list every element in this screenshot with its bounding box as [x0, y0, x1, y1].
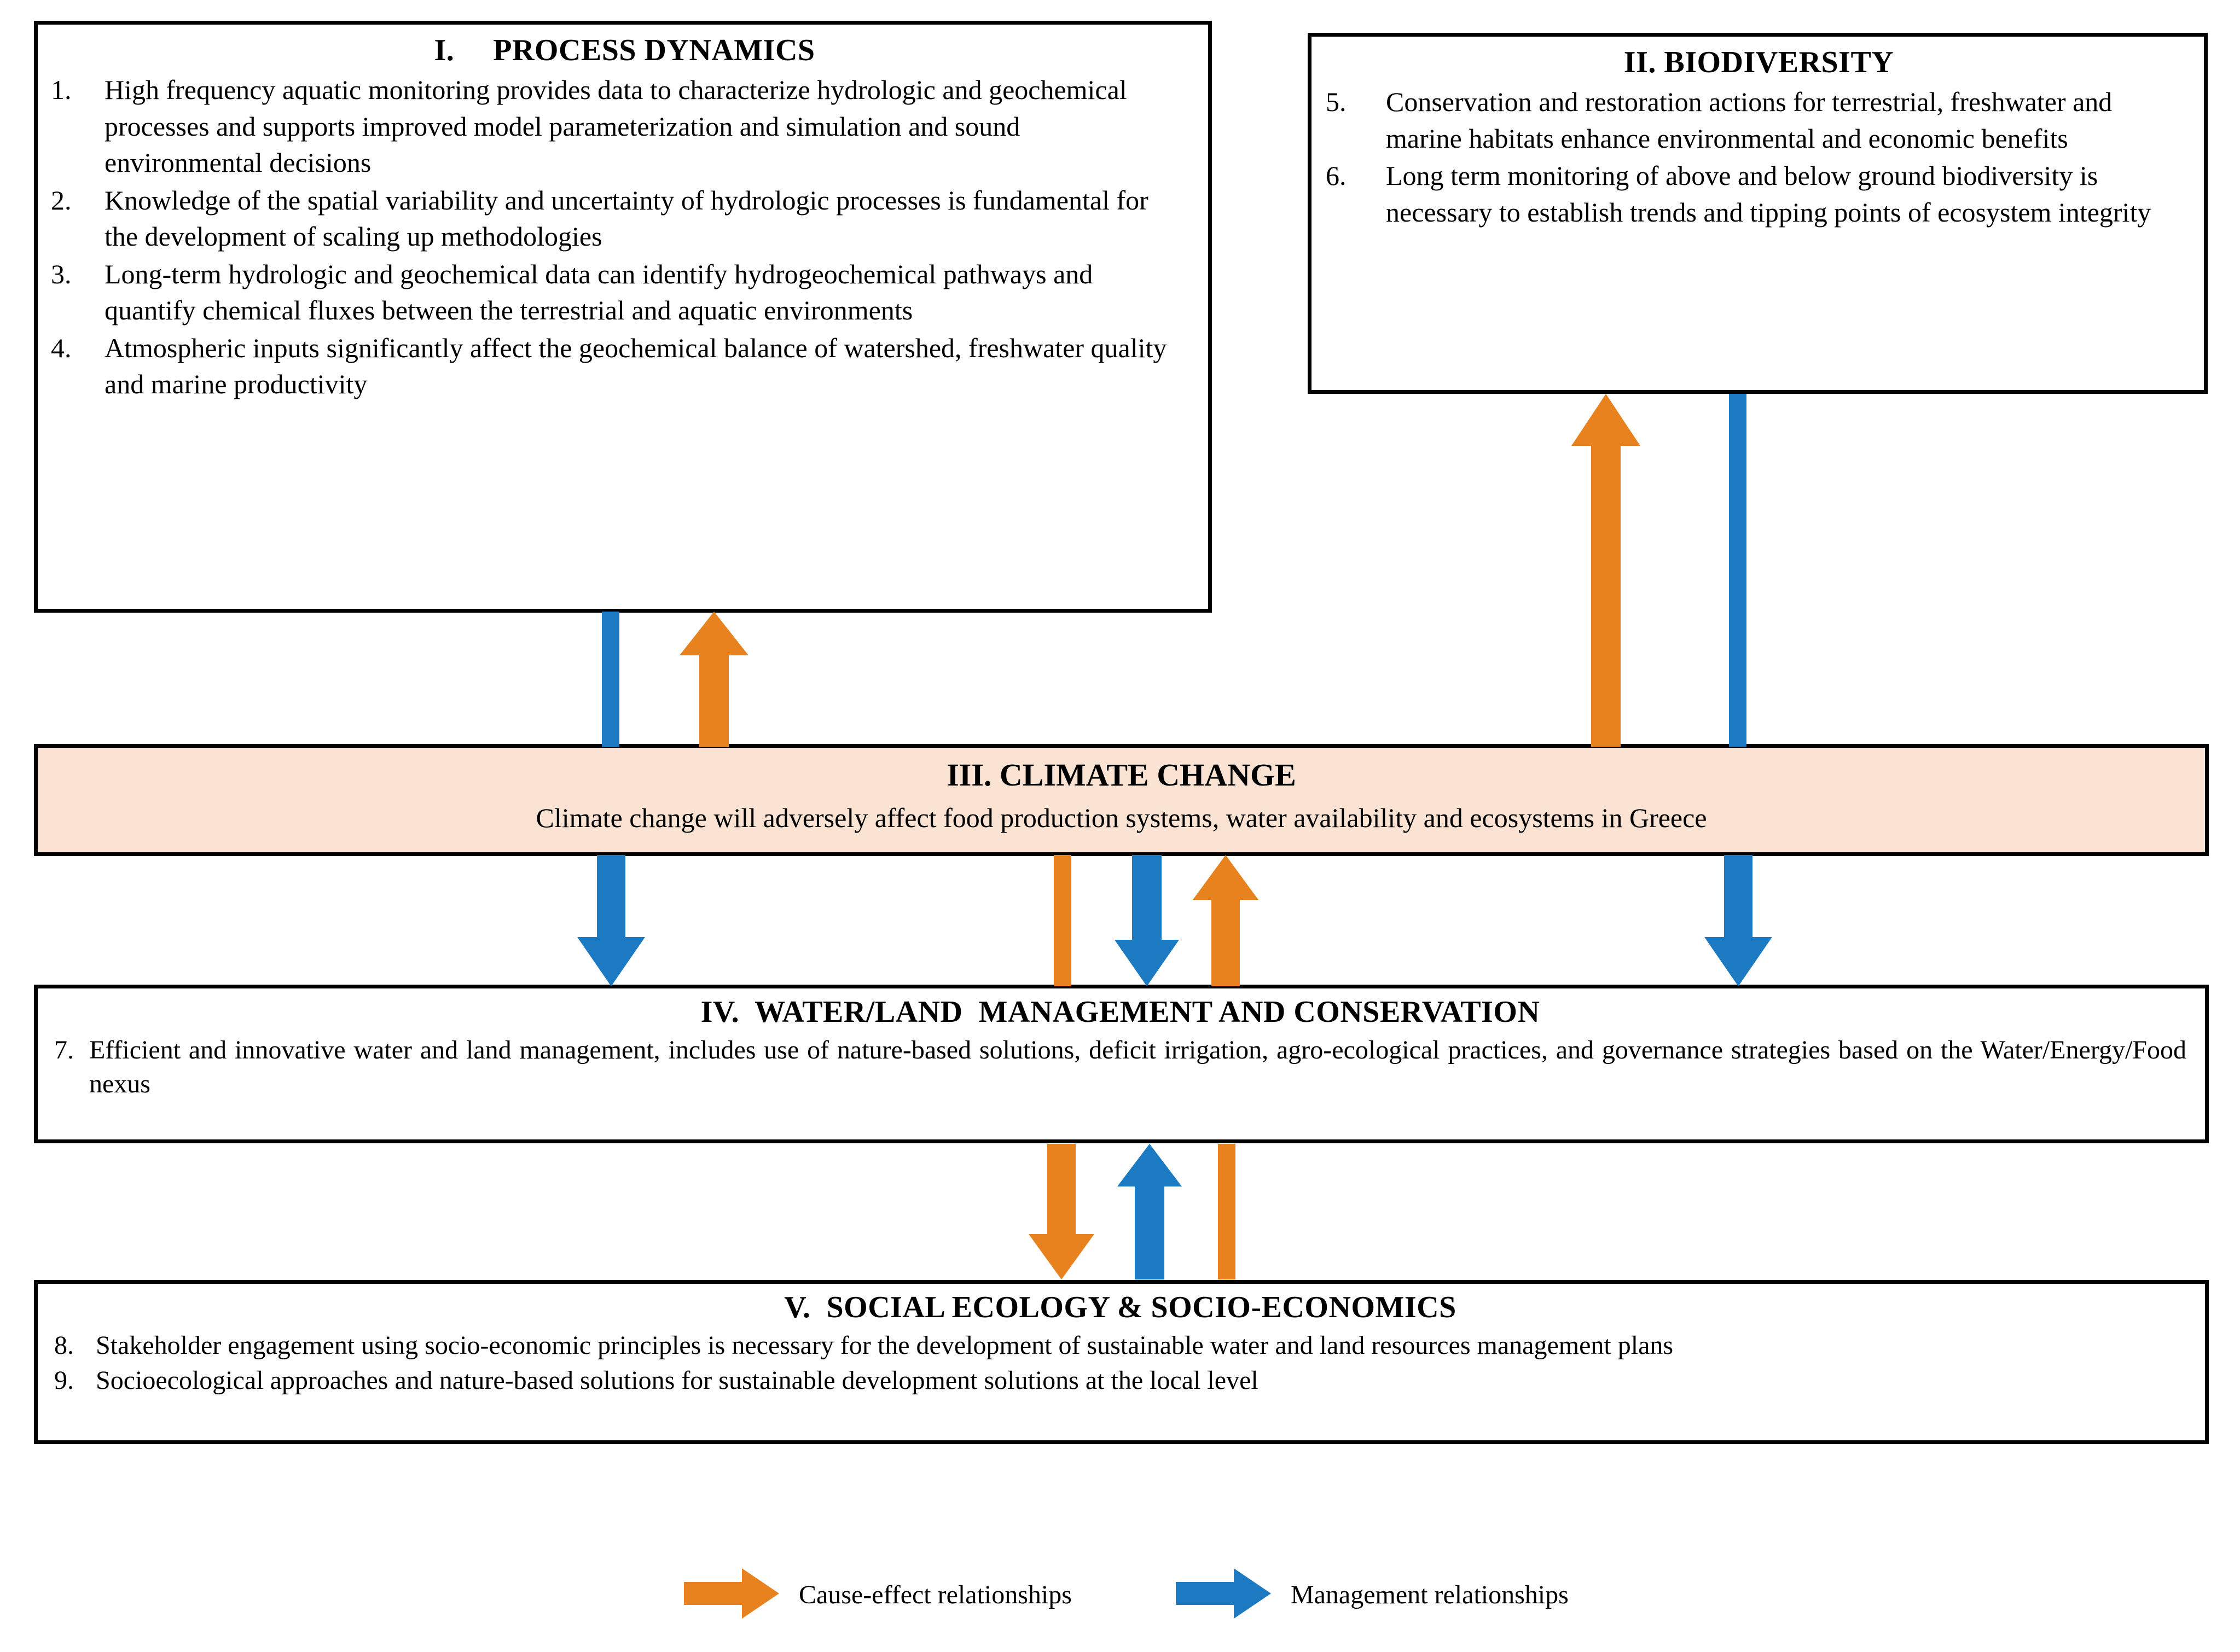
list-item-text: Long term monitoring of above and below …	[1386, 160, 2151, 228]
cause-effect-arrow-icon	[684, 1567, 780, 1622]
list-item-number: 1.	[51, 74, 72, 106]
list-item: 2. Knowledge of the spatial variability …	[51, 182, 1198, 255]
list-item-number: 4.	[51, 332, 72, 363]
box-climate-change-title: III. CLIMATE CHANGE	[947, 757, 1296, 793]
connector-climate-to-waterland-management-right-arrow	[1703, 855, 1773, 986]
box-social-ecology: V. SOCIAL ECOLOGY & SOCIO-ECONOMICS 8. S…	[34, 1280, 2209, 1444]
list-item-number: 3.	[51, 258, 72, 289]
box-process-dynamics-title: I. PROCESS DYNAMICS	[434, 33, 815, 67]
legend-item-cause-effect: Cause-effect relationships	[684, 1567, 1072, 1622]
list-item: 9. Socioecological approaches and nature…	[54, 1364, 2186, 1398]
list-item: 7. Efficient and innovative water and la…	[54, 1033, 2186, 1102]
list-item-number: 7.	[54, 1036, 74, 1065]
legend-label-cause-effect: Cause-effect relationships	[799, 1580, 1072, 1609]
process-dynamics-list: 1. High frequency aquatic monitoring pro…	[51, 72, 1198, 403]
legend-item-management: Management relationships	[1175, 1567, 1569, 1622]
connector-waterland-to-social-cause-effect-arrow	[1028, 1144, 1095, 1279]
list-item: 5. Conservation and restoration actions …	[1326, 84, 2192, 156]
legend: Cause-effect relationships Management re…	[684, 1562, 1778, 1627]
list-item: 6. Long term monitoring of above and bel…	[1326, 158, 2192, 230]
connector-social-to-waterland-management-arrow	[1116, 1144, 1183, 1279]
list-item-text: Stakeholder engagement using socio-econo…	[96, 1331, 1674, 1360]
list-item-text: Atmospheric inputs significantly affect …	[105, 332, 1167, 400]
list-item-text: Efficient and innovative water and land …	[89, 1036, 2186, 1099]
list-item-number: 9.	[54, 1366, 74, 1395]
list-item-number: 2.	[51, 184, 72, 216]
list-item-number: 6.	[1326, 160, 1347, 191]
connector-climate-to-waterland-cause-effect-arrow	[1049, 855, 1076, 986]
connector-waterland-to-climate-cause-effect-arrow	[1192, 855, 1260, 986]
box-water-land-management: IV. WATER/LAND MANAGEMENT AND CONSERVATI…	[34, 985, 2209, 1143]
box-climate-change-subtitle: Climate change will adversely affect foo…	[536, 802, 1707, 833]
box-water-land-management-title: IV. WATER/LAND MANAGEMENT AND CONSERVATI…	[700, 995, 1540, 1029]
connector-process-to-climate-management-arrow	[597, 612, 624, 747]
list-item-number: 5.	[1326, 86, 1347, 118]
list-item-text: Conservation and restoration actions for…	[1386, 86, 2113, 154]
connector-biodiversity-to-climate-management-arrow	[1725, 394, 1751, 747]
list-item-text: Knowledge of the spatial variability and…	[105, 184, 1148, 252]
box-biodiversity-title: II. BIODIVERSITY	[1623, 45, 1894, 79]
connector-social-to-climate-cause-effect-arrow	[1214, 1144, 1240, 1279]
list-item-text: Socioecological approaches and nature-ba…	[96, 1366, 1258, 1395]
box-process-dynamics: I. PROCESS DYNAMICS 1. High frequency aq…	[34, 21, 1212, 613]
box-biodiversity: II. BIODIVERSITY 5. Conservation and res…	[1308, 33, 2208, 394]
connector-climate-to-biodiversity-cause-effect-arrow	[1570, 394, 1641, 747]
list-item: 4. Atmospheric inputs significantly affe…	[51, 330, 1198, 403]
box-climate-change: III. CLIMATE CHANGE Climate change will …	[34, 744, 2209, 856]
list-item-text: High frequency aquatic monitoring provid…	[105, 74, 1127, 178]
connector-climate-to-waterland-management-left-arrow	[576, 855, 646, 986]
social-ecology-list: 8. Stakeholder engagement using socio-ec…	[54, 1329, 2186, 1398]
list-item: 3. Long-term hydrologic and geochemical …	[51, 256, 1198, 329]
management-arrow-icon	[1175, 1567, 1272, 1622]
list-item-text: Long-term hydrologic and geochemical dat…	[105, 258, 1093, 326]
biodiversity-list: 5. Conservation and restoration actions …	[1326, 84, 2192, 230]
water-land-list: 7. Efficient and innovative water and la…	[54, 1033, 2186, 1102]
box-social-ecology-title: V. SOCIAL ECOLOGY & SOCIO-ECONOMICS	[784, 1290, 1456, 1324]
legend-label-management: Management relationships	[1290, 1580, 1569, 1609]
connector-climate-to-process-cause-effect-arrow	[678, 612, 750, 747]
list-item-number: 8.	[54, 1331, 74, 1360]
list-item: 8. Stakeholder engagement using socio-ec…	[54, 1329, 2186, 1363]
connector-climate-to-waterland-management-center-arrow	[1113, 855, 1180, 986]
list-item: 1. High frequency aquatic monitoring pro…	[51, 72, 1198, 181]
